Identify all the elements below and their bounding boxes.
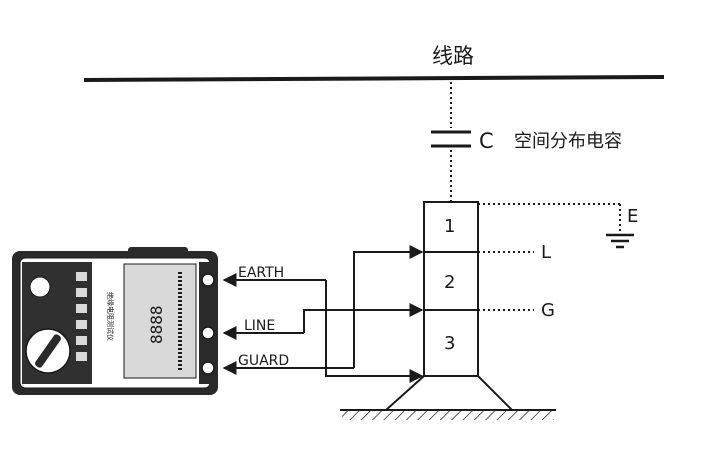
ground-symbol-icon	[606, 233, 634, 249]
meter-key-5[interactable]	[76, 336, 87, 345]
terminal-line-label: LINE	[244, 318, 275, 334]
meter-key-4[interactable]	[76, 320, 87, 329]
meter-terminal-panel	[199, 262, 217, 384]
ground-hatching	[342, 411, 554, 420]
guard-wire	[353, 245, 424, 368]
power-knob-icon	[29, 276, 51, 298]
terminal-earth-label: EARTH	[238, 265, 284, 281]
terminal-guard-label: GUARD	[238, 353, 289, 369]
lcd-digits: 8888	[147, 305, 166, 344]
terminal-guard-jack-icon[interactable]	[201, 361, 215, 375]
insulator-base	[383, 375, 515, 411]
insulator-section-3: 3	[444, 333, 455, 354]
tap-l-label: L	[541, 242, 551, 263]
meter-key-3[interactable]	[76, 304, 87, 313]
terminal-line-jack-icon[interactable]	[201, 326, 215, 340]
meter-key-2[interactable]	[76, 288, 87, 297]
tap-g-label: G	[541, 300, 555, 321]
meter-lcd	[123, 263, 197, 379]
capacitor-label: 空间分布电容	[514, 131, 622, 152]
transmission-line	[83, 75, 665, 82]
insulator-section-2: 2	[444, 272, 455, 293]
rotary-switch-grip	[35, 334, 61, 368]
meter-panel-text: 绝缘电阻测试仪	[106, 292, 115, 341]
ground-label: E	[627, 206, 638, 227]
insulation-meter: 绝缘电阻测试仪 8888	[12, 247, 218, 395]
line-title: 线路	[432, 44, 474, 68]
earth-wire	[325, 280, 424, 383]
capacitor-symbol: C	[479, 129, 494, 153]
meter-key-6[interactable]	[76, 352, 87, 361]
meter-key-1[interactable]	[76, 272, 87, 281]
terminal-earth-jack-icon[interactable]	[201, 273, 215, 287]
insulator-section-1: 1	[444, 216, 455, 237]
line-wire	[303, 303, 424, 333]
